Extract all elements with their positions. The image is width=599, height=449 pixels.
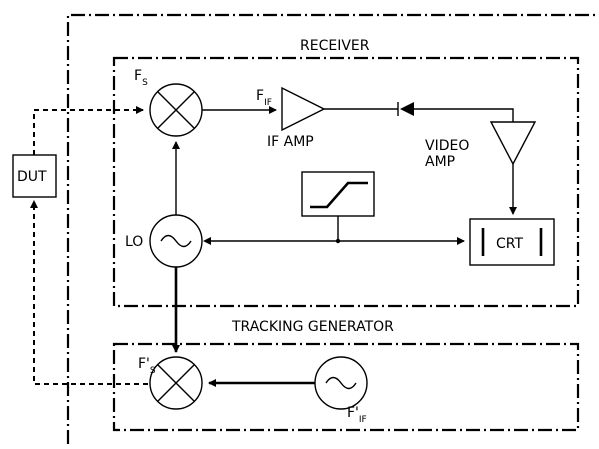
- lo-label: LO: [125, 234, 143, 250]
- detector-to-videoamp-line: [414, 108, 514, 122]
- fps-label: F'S: [138, 356, 156, 376]
- tracking-generator-box: [112, 342, 580, 432]
- if-amp-triangle: [281, 86, 326, 132]
- dut-label: DUT: [17, 169, 47, 185]
- tracking-oscillator: [314, 356, 368, 410]
- lo-bus-arrowhead: [203, 237, 211, 245]
- if-amp-label: IF AMP: [267, 134, 314, 150]
- instrument-boundary: [66, 13, 596, 444]
- dut-to-mixer-line: [33, 106, 144, 155]
- tg-to-dut-line: [30, 200, 148, 385]
- detector-diode: [397, 102, 414, 116]
- fs-label: FS: [134, 68, 148, 88]
- receiver-box: [112, 56, 580, 308]
- receiver-label: RECEIVER: [300, 38, 370, 54]
- sweep-generator: [301, 171, 375, 217]
- receiver-mixer: [149, 83, 203, 137]
- video-amp-label-1: VIDEO: [425, 138, 469, 154]
- video-amp-label-2: AMP: [425, 154, 455, 170]
- fif-label: FIF: [256, 88, 272, 108]
- video-amp-triangle: [489, 121, 537, 166]
- tracking-generator-label: TRACKING GENERATOR: [231, 319, 394, 335]
- local-oscillator: [149, 214, 203, 268]
- crt-box: [469, 218, 555, 266]
- tracking-mixer: [149, 356, 203, 410]
- fpif-label: F'IF: [347, 405, 367, 425]
- crt-label: CRT: [496, 236, 523, 252]
